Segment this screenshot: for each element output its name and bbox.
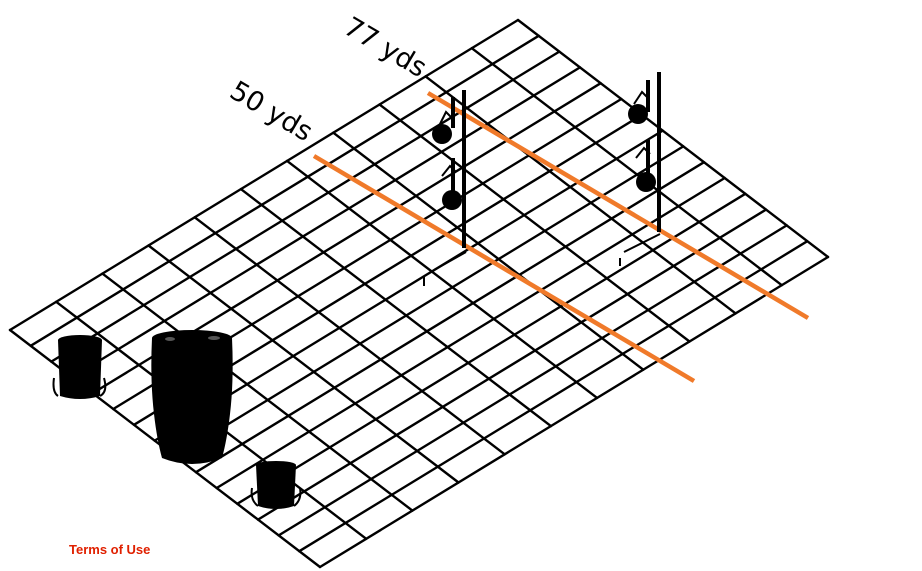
bucket-icon xyxy=(52,335,107,399)
distance-label-50-yds: 50 yds xyxy=(224,75,317,148)
steel-plate xyxy=(636,172,656,192)
grid-line xyxy=(516,18,830,259)
grid-line xyxy=(318,255,830,569)
target-stand-50-yds xyxy=(423,90,467,286)
grid-line xyxy=(424,75,737,315)
distance-label-77-yds: 77 yds xyxy=(338,11,431,84)
grid-line xyxy=(470,47,783,287)
target-stand-77-yds xyxy=(619,72,661,266)
grid-line xyxy=(8,18,520,332)
steel-plate xyxy=(432,124,452,144)
grid-line xyxy=(215,176,726,490)
grid-line xyxy=(70,66,582,379)
grid-line xyxy=(239,187,553,428)
grid-line xyxy=(101,272,414,512)
terms-of-use-link[interactable]: Terms of Use xyxy=(69,542,151,557)
grid-line xyxy=(147,244,460,484)
grid-line xyxy=(174,145,685,458)
grid-line xyxy=(193,216,506,456)
bucket-icon xyxy=(250,461,302,509)
grid-line xyxy=(194,160,706,474)
steel-plate xyxy=(628,104,648,124)
grid-line xyxy=(298,239,809,553)
grid-line xyxy=(256,208,768,521)
steel-plate xyxy=(442,190,462,210)
distance-line-77-yds xyxy=(426,91,810,320)
barrel-icon xyxy=(151,330,233,464)
grid-line xyxy=(277,224,788,537)
grid-line xyxy=(29,34,540,347)
grid-line xyxy=(378,103,691,343)
grid-line xyxy=(332,131,645,371)
grid-line xyxy=(236,192,747,505)
range-grid xyxy=(8,18,830,569)
grid-line xyxy=(50,50,561,363)
distance-line-50-yds xyxy=(312,154,696,383)
grid-line xyxy=(285,159,599,400)
